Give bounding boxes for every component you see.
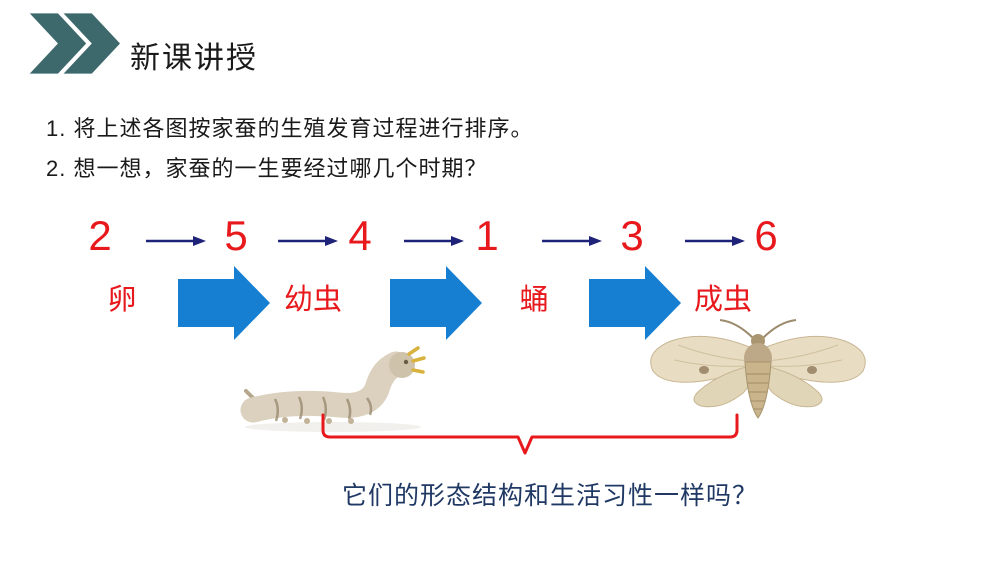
sequence-number-1: 2 xyxy=(88,212,112,259)
question-line-1: 1. 将上述各图按家蚕的生殖发育过程进行排序。 xyxy=(46,116,534,141)
block-right-arrow-icon xyxy=(589,266,681,340)
block-right-arrow-icon xyxy=(390,266,482,340)
sequence-number-2: 5 xyxy=(224,212,248,259)
block-right-arrow-icon xyxy=(178,266,270,340)
sequence-number-6: 6 xyxy=(754,212,778,259)
bottom-question: 它们的形态结构和生活习性一样吗？ xyxy=(342,482,759,510)
silkworm-moth-image xyxy=(650,319,866,419)
horizontal-brace-icon xyxy=(321,413,739,455)
sequence-number-3: 4 xyxy=(348,212,372,259)
right-arrow-icon xyxy=(278,236,338,246)
sequence-number-5: 3 xyxy=(620,212,644,259)
stage-label-larva: 幼虫 xyxy=(283,284,343,316)
question-line-2: 2. 想一想，家蚕的一生要经过哪几个时期？ xyxy=(46,156,488,181)
stage-label-pupa: 蛹 xyxy=(519,284,549,316)
right-arrow-icon xyxy=(146,236,206,246)
stage-label-egg: 卵 xyxy=(107,284,137,316)
stage-label-adult: 成虫 xyxy=(693,284,753,316)
right-arrow-icon xyxy=(404,236,464,246)
page-title: 新课讲授 xyxy=(130,42,258,75)
right-arrow-icon xyxy=(542,236,602,246)
sequence-number-4: 1 xyxy=(475,212,499,259)
silkworm-larva-image xyxy=(240,346,426,432)
right-arrow-icon xyxy=(685,236,745,246)
double-chevron-right-icon xyxy=(29,13,120,74)
